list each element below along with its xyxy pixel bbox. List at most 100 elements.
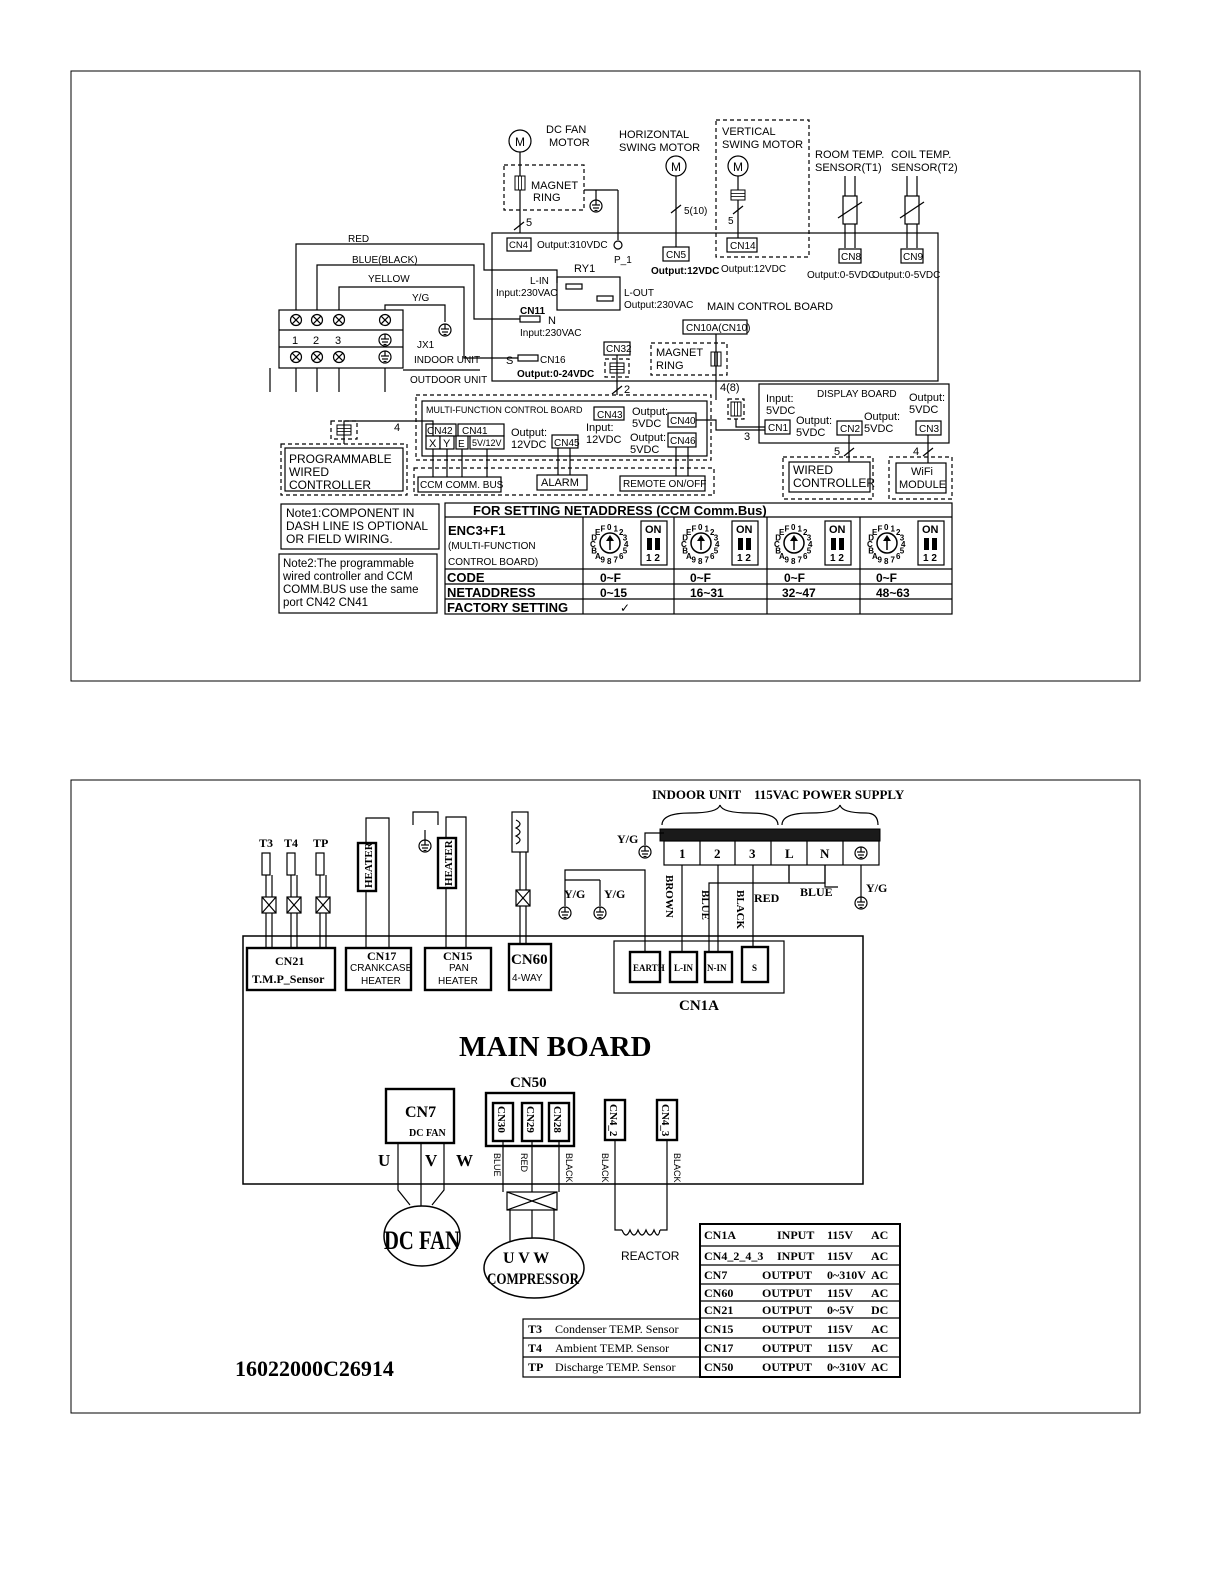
- display-board-label: DISPLAY BOARD: [817, 389, 897, 400]
- cn43-output-label-1: Output:: [632, 406, 668, 418]
- dial-digit: 6: [619, 552, 624, 561]
- terminal-screw-icon: [310, 350, 324, 364]
- dial-digit: 5: [807, 547, 812, 556]
- code-row-label: CODE: [447, 570, 485, 585]
- wire-count: 5: [834, 446, 840, 458]
- note1-box: [280, 503, 440, 550]
- display-output-1-label-2: 5VDC: [796, 427, 825, 439]
- main-control-board-label: MAIN CONTROL BOARD: [707, 301, 833, 313]
- dial-digit: 1: [798, 524, 803, 533]
- cn4-2-label: CN4_2: [607, 1104, 619, 1137]
- sensor-connector-icon: [315, 896, 331, 914]
- dip-switch-icon: [917, 520, 945, 566]
- dial-digit: 9: [784, 556, 789, 565]
- magnet-ring-2-label-2: RING: [656, 360, 684, 372]
- wifi-label-2: MODULE: [899, 479, 946, 491]
- yg-label: Y/G: [604, 887, 625, 901]
- cn3-label: CN3: [919, 424, 939, 435]
- dial-digit: 1: [891, 524, 896, 533]
- note2-box: [278, 553, 438, 614]
- cn4-output: Output:310VDC: [537, 240, 608, 251]
- dial-digit: 9: [600, 556, 605, 565]
- heater-label: HEATER: [363, 841, 375, 888]
- port-name: CN1A: [704, 1228, 736, 1242]
- dial-digit: 5: [714, 547, 719, 556]
- power-supply-brace: [781, 804, 879, 826]
- terminal-screw-icon: [332, 313, 346, 327]
- dial-digit: 7: [891, 556, 896, 565]
- dial-digit: 8: [791, 557, 796, 566]
- indoor-unit-label: INDOOR UNIT: [652, 787, 742, 802]
- dial-digit: C: [681, 540, 687, 549]
- dial-digit: 2: [803, 528, 808, 537]
- dial-digit: 2: [896, 528, 901, 537]
- factory-setting-check: ✓: [620, 601, 630, 615]
- display-output-1-label-1: Output:: [796, 415, 832, 427]
- cn46-connector: [667, 432, 697, 448]
- terminal-block-bar: [659, 828, 881, 842]
- dial-digit: 9: [877, 556, 882, 565]
- cn9-connector: [900, 248, 924, 264]
- netaddress-title: FOR SETTING NETADDRESS (CCM Comm.Bus): [473, 503, 767, 518]
- room-temp-label-1: ROOM TEMP.: [815, 149, 884, 161]
- sensor-code: TP: [528, 1360, 543, 1374]
- port-value: 0~310V: [827, 1268, 866, 1282]
- dial-digit: 3: [714, 533, 719, 542]
- lin-label: L-IN: [530, 276, 549, 287]
- p1-label: P_1: [614, 255, 632, 266]
- dial-digit: A: [595, 552, 601, 561]
- port-table: [699, 1223, 901, 1378]
- red-wire: [295, 243, 558, 310]
- cn9-label: CN9: [903, 252, 923, 263]
- dial-digit: E: [779, 528, 785, 537]
- dip-on-label: ON: [922, 524, 939, 536]
- remote-on-off-label: REMOTE ON/OFF: [623, 479, 706, 490]
- cn11-connector: [519, 315, 541, 323]
- motor-symbol: M: [515, 135, 525, 149]
- dial-digit: 7: [614, 556, 619, 565]
- magnet-ring-icon: [514, 175, 526, 191]
- note2-line-2: wired controller and CCM: [282, 571, 413, 583]
- fan-v-label: V: [425, 1151, 438, 1170]
- dial-digit: 6: [710, 552, 715, 561]
- dial-digit: E: [686, 528, 692, 537]
- terminal-3-label: 3: [335, 335, 341, 347]
- dip-number-label: 1 2: [737, 553, 751, 564]
- port-name: CN15: [704, 1322, 733, 1336]
- cn43-input-label-1: Input:: [586, 422, 614, 434]
- cn46-label: CN46: [670, 436, 696, 447]
- cn17-connector: [344, 946, 413, 992]
- compressor-red-wire-label: RED: [519, 1153, 529, 1173]
- outdoor-panel-frame: [70, 779, 1141, 1414]
- tp-label: TP: [313, 836, 328, 850]
- port-direction: INPUT: [777, 1249, 814, 1263]
- yg-label: Y/G: [866, 881, 887, 895]
- compressor-uvw-label: U V W: [503, 1250, 549, 1267]
- ground-icon: [418, 839, 432, 853]
- display-output-2-label-1: Output:: [864, 411, 900, 423]
- dial-digit: 0: [791, 523, 796, 532]
- lout-output: Output:230VAC: [624, 300, 693, 311]
- t4-label: T4: [284, 836, 298, 850]
- enc-label-3: CONTROL BOARD): [448, 557, 538, 568]
- crankcase-heater-icon: [356, 841, 378, 893]
- compressor-label: COMPRESSOR: [487, 1271, 579, 1288]
- cn4-connector: [506, 237, 532, 252]
- cn45-connector: [551, 434, 579, 449]
- part-number: 16022000C26914: [235, 1356, 394, 1381]
- sensor-description: Ambient TEMP. Sensor: [555, 1341, 669, 1355]
- note1-line-1: Note1:COMPONENT IN: [286, 506, 414, 520]
- optional-field-wiring-box: [413, 467, 715, 496]
- port-type: AC: [871, 1268, 888, 1282]
- dial-digit: 0: [884, 523, 889, 532]
- dc-fan-motor-icon: [383, 1205, 461, 1267]
- power-supply-label: 115VAC POWER SUPPLY: [754, 787, 905, 802]
- pan-heater-icon: [436, 836, 458, 890]
- cn30-label: CN30: [495, 1106, 507, 1133]
- earth-pin-label: EARTH: [633, 963, 665, 973]
- dial-digit: 2: [710, 528, 715, 537]
